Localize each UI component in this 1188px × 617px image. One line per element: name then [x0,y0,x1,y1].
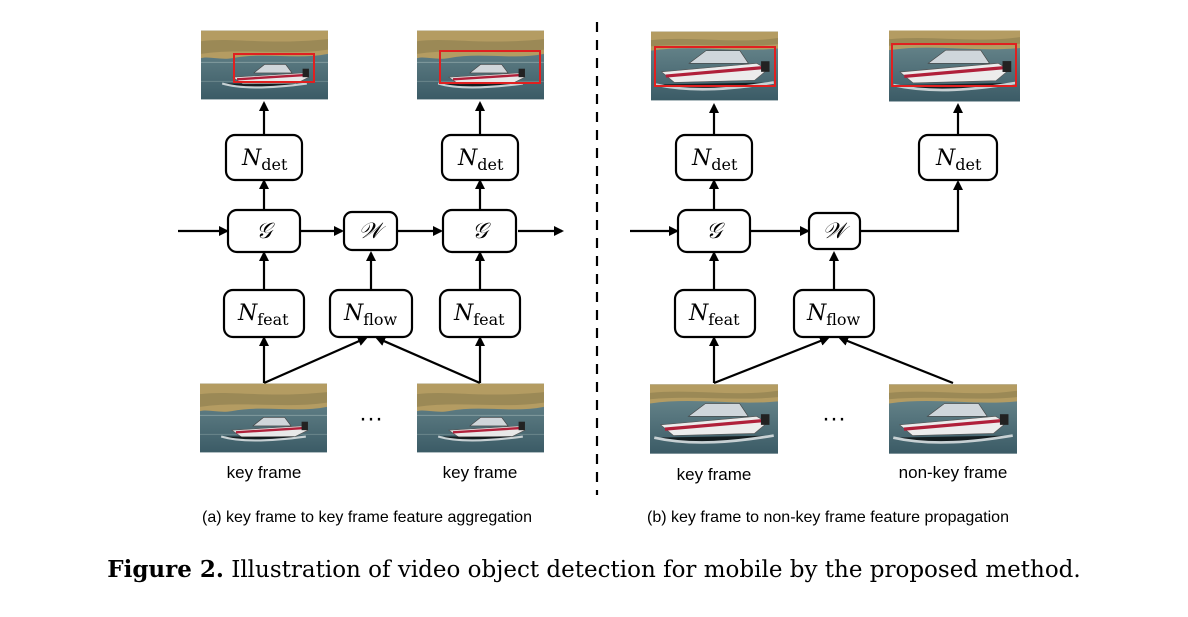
panel-b-output-image-right [889,30,1020,102]
panel-b: Ndet Ndet 𝒢 𝒲 Nfeat Nflow ··· key frame … [630,30,1020,526]
svg-text:𝒢: 𝒢 [256,219,275,244]
detection-box [891,43,1017,87]
svg-text:Nfeat: Nfeat [688,301,740,329]
panel-a-output-image-left [201,30,328,100]
panel-b-frame-right-image [889,383,1017,455]
panel-a: Ndet Ndet 𝒢 𝒲 𝒢 Nfeat Nflow Nfeat [178,30,564,526]
node-flow: Nflow [328,288,414,339]
panel-b-frame-left-image [650,383,778,455]
panel-b-caption: (b) key frame to non-key frame feature p… [647,509,1009,526]
ellipsis: ··· [359,405,383,432]
node-warp: 𝒲 [342,210,399,252]
svg-text:Nflow: Nflow [806,301,861,329]
node-feat-left: Nfeat [222,288,306,339]
node-det-left: Ndet [674,133,754,182]
svg-text:Ndet: Ndet [935,146,982,174]
figure-caption: Figure 2. Illustration of video object d… [0,556,1188,583]
frame-label: non-key frame [899,463,1008,482]
edge-warp-to-det-right [861,180,963,233]
detection-box [439,50,541,84]
panel-b-output-image-left [651,30,778,102]
node-agg-left: 𝒢 [226,208,302,254]
node-warp: 𝒲 [807,211,862,251]
edge-frame-left-to-flow [263,336,368,385]
svg-text:𝒢: 𝒢 [706,219,725,244]
panel-a-frame-right-image [417,383,544,453]
figure-caption-text: Illustration of video object detection f… [223,557,1081,583]
detection-box [233,53,315,83]
ellipsis: ··· [822,405,846,432]
node-feat: Nfeat [673,288,757,339]
svg-text:Ndet: Ndet [691,146,738,174]
node-det-right: Ndet [440,133,520,182]
svg-text:Nfeat: Nfeat [237,301,289,329]
svg-text:Nfeat: Nfeat [453,301,505,329]
frame-label: key frame [677,465,752,484]
svg-text:𝒢: 𝒢 [472,219,491,244]
panel-a-output-image-right [417,30,544,100]
figure-label: Figure 2. [107,556,224,583]
node-agg: 𝒢 [676,208,752,254]
node-det-right: Ndet [917,133,999,182]
node-feat-right: Nfeat [438,288,522,339]
edge-frame-right-to-flow [838,336,954,385]
figure-diagram: Ndet Ndet 𝒢 𝒲 𝒢 Nfeat Nflow Nfeat [178,22,1020,526]
panel-a-caption: (a) key frame to key frame feature aggre… [202,509,532,526]
frame-label: key frame [227,463,302,482]
edge-frame-left-to-flow [713,336,830,385]
panel-a-frame-left-image [200,383,327,453]
detection-box [654,46,776,87]
svg-text:Ndet: Ndet [457,146,504,174]
edge-frame-right-to-flow [375,336,481,385]
node-det-left: Ndet [224,133,304,182]
frame-label: key frame [443,463,518,482]
node-flow: Nflow [792,288,876,339]
node-agg-right: 𝒢 [441,208,518,254]
svg-text:Ndet: Ndet [241,146,288,174]
svg-text:Nflow: Nflow [343,301,398,329]
